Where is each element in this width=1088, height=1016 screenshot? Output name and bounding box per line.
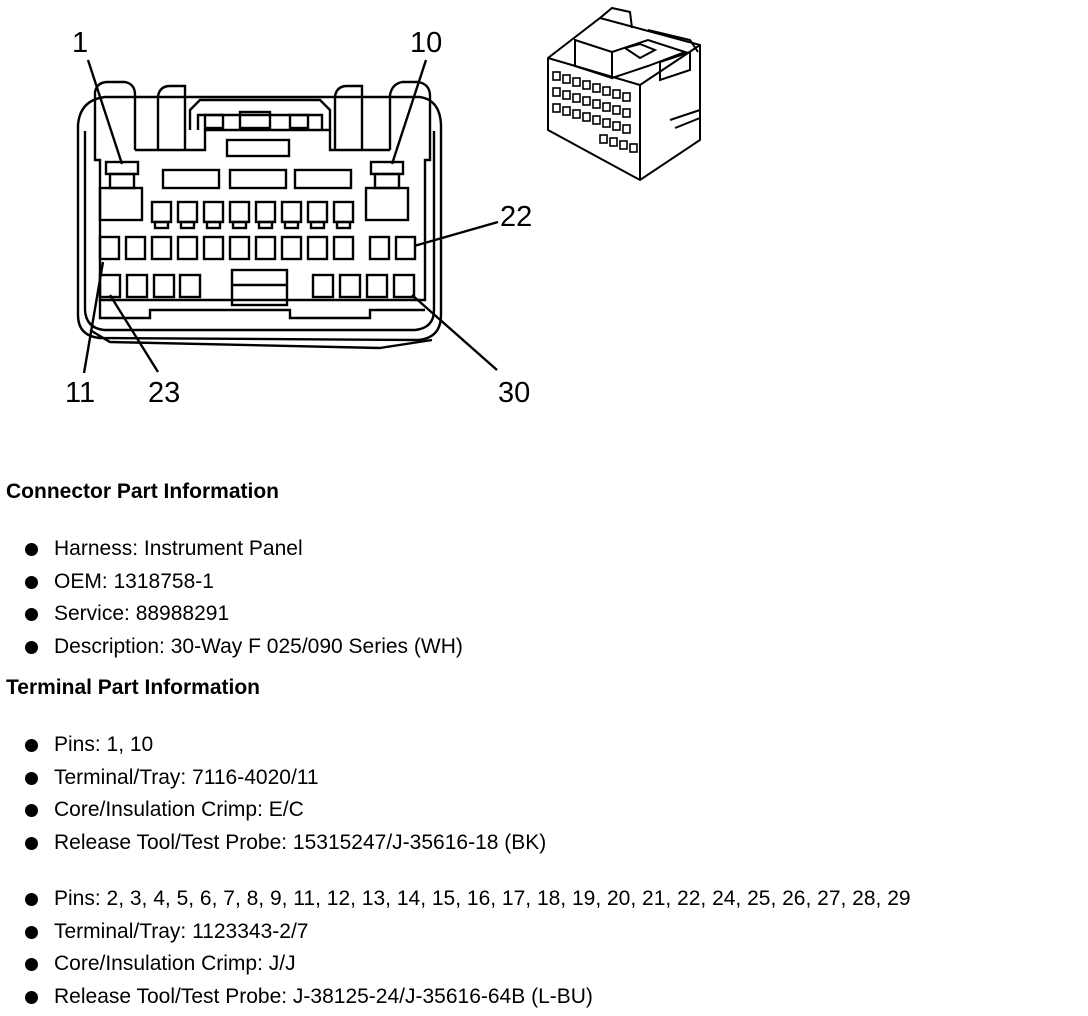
list-item: Service: 88988291 — [0, 598, 463, 631]
list-item: Pins: 1, 10 — [0, 729, 546, 762]
list-item: Release Tool/Test Probe: J-38125-24/J-35… — [0, 981, 911, 1014]
list-item: Core/Insulation Crimp: J/J — [0, 948, 911, 981]
terminal-group-2-list: Pins: 2, 3, 4, 5, 6, 7, 8, 9, 11, 12, 13… — [0, 883, 911, 1014]
cavity-row-top — [150, 200, 355, 230]
connector-part-info-list: Harness: Instrument Panel OEM: 1318758-1… — [0, 533, 463, 664]
pin-label-11: 11 — [65, 377, 95, 409]
connector-face — [76, 80, 443, 350]
connector-part-info-heading: Connector Part Information — [6, 480, 280, 503]
connector-diagram: 1 10 22 11 23 30 — [65, 6, 701, 409]
pin-label-30: 30 — [498, 377, 530, 409]
terminal-part-info-heading: Terminal Part Information — [6, 676, 260, 699]
pin-label-22: 22 — [500, 201, 532, 233]
terminal-group-1-list: Pins: 1, 10 Terminal/Tray: 7116-4020/11 … — [0, 729, 546, 860]
leader-lines — [82, 59, 499, 374]
cavity-row-middle — [98, 235, 417, 261]
list-item: Release Tool/Test Probe: 15315247/J-3561… — [0, 827, 546, 860]
list-item: Terminal/Tray: 1123343-2/7 — [0, 916, 911, 949]
cavity-row-bottom — [98, 273, 416, 299]
pin-label-23: 23 — [148, 377, 180, 409]
pin-label-1: 1 — [72, 27, 88, 59]
list-item: Terminal/Tray: 7116-4020/11 — [0, 762, 546, 795]
pin-label-10: 10 — [410, 27, 442, 59]
large-cavities — [98, 160, 410, 222]
list-item: Description: 30-Way F 025/090 Series (WH… — [0, 631, 463, 664]
list-item: Pins: 2, 3, 4, 5, 6, 7, 8, 9, 11, 12, 13… — [0, 883, 911, 916]
cavity-1 — [98, 160, 144, 222]
list-item: Core/Insulation Crimp: E/C — [0, 794, 546, 827]
list-item: Harness: Instrument Panel — [0, 533, 463, 566]
list-item: OEM: 1318758-1 — [0, 566, 463, 599]
cavity-10 — [364, 160, 410, 222]
connector-isometric-image — [547, 6, 701, 182]
